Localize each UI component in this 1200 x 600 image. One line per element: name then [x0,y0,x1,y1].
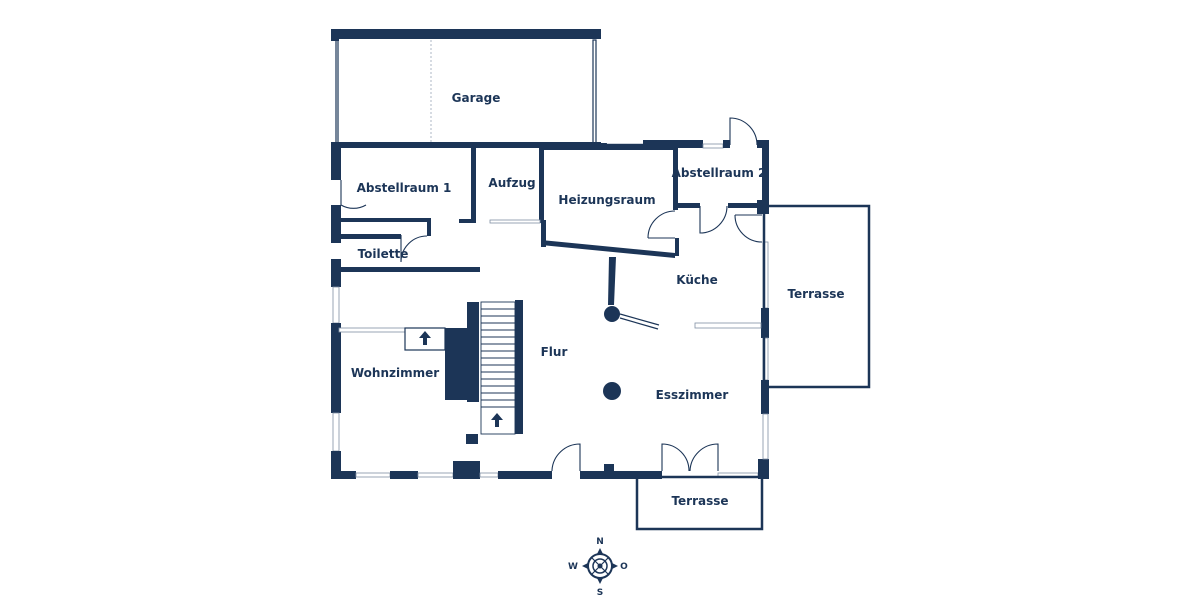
compass-rose-icon [582,548,618,584]
room-label-terrasse-east: Terrasse [787,287,844,301]
staircase [480,300,523,435]
room-label-garage: Garage [452,91,501,105]
room-label-abstellraum-1: Abstellraum 1 [357,181,452,195]
compass-north-label: N [596,537,604,547]
doors [340,117,763,472]
stair-arrow-up-icon [419,331,431,345]
stair-arrow-up-icon [491,413,503,427]
room-label-toilette: Toilette [358,247,409,261]
room-label-kueche: Küche [676,273,717,287]
room-label-abstellraum-2: Abstellraum 2 [672,166,767,180]
terraces [635,204,871,531]
compass-south-label: S [597,588,603,598]
room-label-wohnzimmer: Wohnzimmer [351,366,439,380]
room-label-terrasse-south: Terrasse [671,494,728,508]
compass-west-label: W [568,562,578,572]
room-label-heizungsraum: Heizungsraum [558,193,655,207]
interior-walls [338,144,769,444]
room-label-aufzug: Aufzug [488,176,535,190]
compass-east-label: O [620,562,628,572]
outer-walls [331,140,769,479]
room-label-flur: Flur [541,345,568,359]
room-label-esszimmer: Esszimmer [656,388,729,402]
garage-area [331,29,601,148]
